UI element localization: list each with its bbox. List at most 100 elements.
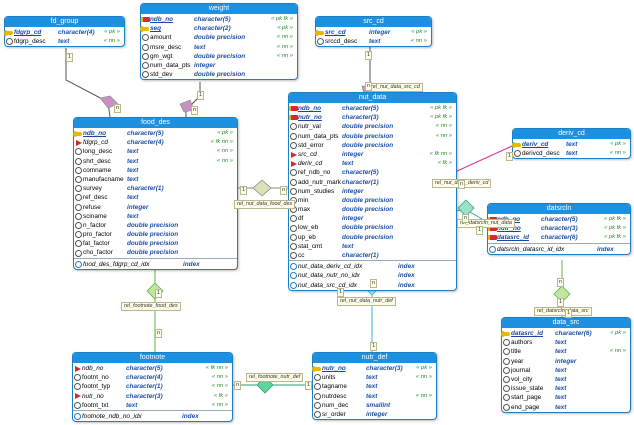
table-header[interactable]: nutr_def [313,353,436,363]
table-header[interactable]: nut_data [289,93,456,103]
table-header[interactable]: food_des [74,118,237,128]
rel-line-fd-group-food-des[interactable] [65,48,111,118]
relationship-label[interactable]: rel_nut_data_nutr_def [337,297,396,306]
rel-diamond-food-des-nut-data[interactable] [252,179,272,197]
rel-line-deriv-cd-nut-data[interactable] [454,145,513,173]
table-header[interactable]: data_src [502,318,630,328]
table-header[interactable]: fd_group [5,17,124,27]
table-header[interactable]: datsrcln [488,204,630,214]
relationship-label[interactable]: rel_nut_data_src_cd [368,83,423,92]
table-header[interactable]: weight [141,4,297,14]
relationship-label[interactable]: rel_datsrcln_data_src [534,307,592,316]
table-header[interactable]: src_cd [316,17,431,27]
table-header[interactable]: footnote [73,353,232,363]
relationship-label[interactable]: rel_footnote_food_des [121,302,181,311]
relationship-label[interactable]: rel_datsrcln_nut_data [457,219,515,228]
table-header[interactable]: deriv_cd [513,129,630,139]
rel-line-weight-food-des[interactable] [185,82,201,117]
relationship-label[interactable]: rel_footnote_nutr_def [246,373,304,382]
relationship-label[interactable]: rel_nut_data_food_des [234,200,296,209]
